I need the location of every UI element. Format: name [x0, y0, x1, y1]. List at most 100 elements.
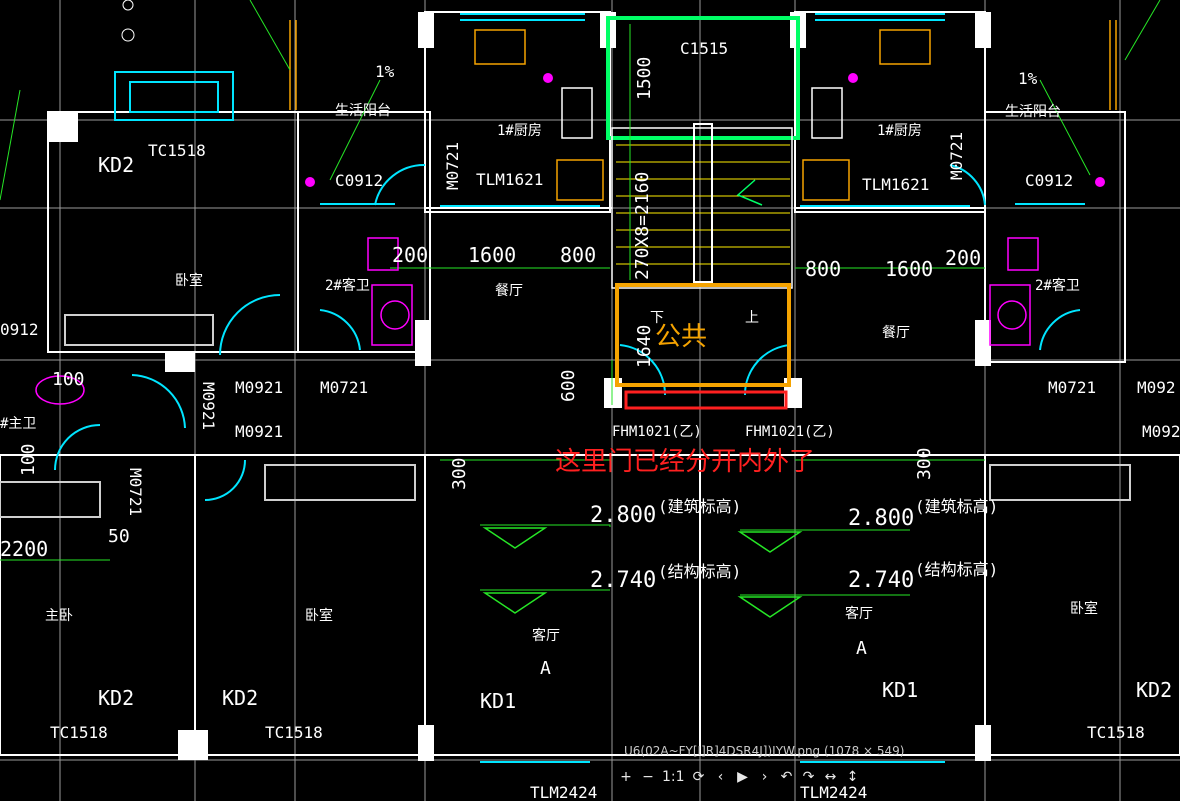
- label-elev-arch-right: 2.800: [848, 506, 914, 531]
- next-button[interactable]: ›: [761, 769, 768, 785]
- viewer-controls: + − 1:1 ⟳ ‹ ▶ › ↶ ↷ ↔ ↕: [618, 768, 861, 786]
- label-dim-100-b: 100: [18, 443, 39, 476]
- label-dim-2200: 2200: [0, 537, 48, 561]
- label-c1515: C1515: [680, 39, 728, 58]
- label-m0921-right-a: M092: [1137, 378, 1176, 397]
- reset-icon[interactable]: ⟳: [692, 769, 705, 785]
- public-area-highlight: [615, 283, 791, 387]
- flip-horizontal-icon[interactable]: ↔: [824, 769, 837, 785]
- label-kd2-a: KD2: [98, 686, 134, 710]
- label-stair-dim: 270X8=2160: [632, 172, 653, 280]
- center-labels: 1#厨房 TLM1621 M0721 200 1600 800 餐厅 C1515…: [392, 39, 998, 801]
- label-fhm-left: FHM1021(乙): [612, 424, 702, 440]
- label-elev-struct-left: 2.740: [590, 568, 656, 593]
- label-living-left: 客厅: [532, 627, 560, 644]
- zoom-out-button[interactable]: −: [642, 769, 654, 785]
- previous-button[interactable]: ‹: [717, 769, 724, 785]
- label-bedroom-right: 卧室: [1070, 600, 1098, 617]
- label-elev-arch-right-label: (建筑标高): [915, 497, 998, 516]
- rotate-right-icon[interactable]: ↷: [802, 769, 815, 785]
- label-bath1: #主卫: [0, 416, 36, 432]
- label-m0921-b: M0921: [235, 422, 283, 441]
- label-elev-struct-right-label: (结构标高): [915, 560, 998, 579]
- label-m0921-a: M0921: [235, 378, 283, 397]
- label-tlm-bottom-right: TLM2424: [800, 783, 867, 801]
- label-m0721-right-v: M0721: [947, 132, 966, 180]
- door-highlight: [624, 390, 788, 410]
- label-tc-top: TC1518: [148, 141, 206, 160]
- left-unit-labels: KD2 TC1518 生活阳台 1% C0912 卧室 0912 2#客卫 #主…: [0, 62, 395, 742]
- label-bedroom-top: 卧室: [175, 272, 203, 289]
- walls: [0, 11, 1180, 756]
- label-dim-1500: 1500: [634, 57, 655, 100]
- label-fhm-right: FHM1021(乙): [745, 424, 835, 440]
- label-dim-1600-left: 1600: [468, 243, 516, 267]
- label-slope-right: 1%: [1018, 69, 1038, 88]
- zoom-in-button[interactable]: +: [620, 769, 632, 785]
- label-c0912-right: C0912: [1025, 171, 1073, 190]
- label-elev-struct-right: 2.740: [848, 568, 914, 593]
- flip-vertical-icon[interactable]: ↕: [846, 769, 859, 785]
- label-note: 这里门已经分开内外了: [555, 447, 815, 477]
- label-m0721-left: M0721: [443, 142, 462, 190]
- rotate-left-icon[interactable]: ↶: [780, 769, 793, 785]
- label-m0721-v: M0721: [126, 468, 145, 516]
- viewer-caption: U6(02A~FY[I]R]4DSR4J])IYW.png (1078 × 54…: [624, 744, 905, 758]
- label-bedroom-bottom: 卧室: [305, 607, 333, 624]
- label-dim-1640: 1640: [634, 325, 655, 368]
- label-down: 下: [650, 310, 664, 326]
- label-kd2-b: KD2: [222, 686, 258, 710]
- label-balcony-right: 生活阳台: [1005, 104, 1061, 120]
- label-living-right: 客厅: [845, 605, 873, 622]
- label-dim-200-left: 200: [392, 243, 428, 267]
- stairwell: [606, 16, 800, 289]
- label-dim-200-right: 200: [945, 246, 981, 270]
- windows: [54, 13, 1085, 763]
- fixtures: [35, 0, 1105, 405]
- label-bath2-right: 2#客卫: [1035, 277, 1080, 294]
- elevation-markers: [482, 527, 803, 618]
- dimension-lines: [0, 0, 1161, 596]
- label-up: 上: [745, 310, 759, 326]
- label-dim-100-a: 100: [52, 369, 85, 390]
- label-dim-50: 50: [108, 526, 130, 547]
- label-kitchen-right: 1#厨房: [877, 123, 922, 139]
- label-master-bedroom: 主卧: [45, 608, 73, 624]
- play-button[interactable]: ▶: [737, 769, 748, 785]
- label-elev-struct-left-label: (结构标高): [658, 562, 741, 581]
- label-dim-600: 600: [558, 369, 579, 402]
- label-kitchen-left: 1#厨房: [497, 123, 542, 139]
- label-elev-arch-left-label: (建筑标高): [658, 497, 741, 516]
- label-kd1-left: KD1: [480, 689, 516, 713]
- label-tc-right: TC1518: [1087, 723, 1145, 742]
- label-bath2: 2#客卫: [325, 277, 370, 294]
- label-slope: 1%: [375, 62, 395, 81]
- actual-size-button[interactable]: 1:1: [662, 769, 685, 785]
- label-m0921-right-b: M092: [1142, 422, 1180, 441]
- label-balcony: 生活阳台: [335, 103, 391, 119]
- sliding-doors: [0, 314, 1131, 518]
- label-axis-a-right: A: [856, 638, 867, 659]
- label-kd2-right: KD2: [1136, 678, 1172, 702]
- label-kd1-right: KD1: [882, 678, 918, 702]
- label-tlm-right: TLM1621: [862, 175, 929, 194]
- right-unit-labels: 1#厨房 TLM1621 M0721 1% 生活阳台 C0912 800 160…: [805, 69, 1180, 742]
- label-dim-300-left: 300: [449, 457, 470, 490]
- label-dim-800-left: 800: [560, 243, 596, 267]
- label-dim-1600-right: 1600: [885, 257, 933, 281]
- label-dining-left: 餐厅: [495, 283, 523, 299]
- label-dining-right: 餐厅: [882, 325, 910, 341]
- label-m0721-right-h: M0721: [1048, 378, 1096, 397]
- label-kd2-top: KD2: [98, 153, 134, 177]
- label-dim-300-right: 300: [914, 447, 935, 480]
- label-tlm-bottom-left: TLM2424: [530, 783, 597, 801]
- label-c0912: C0912: [335, 171, 383, 190]
- label-tlm-left: TLM1621: [476, 170, 543, 189]
- label-dim-800-right: 800: [805, 257, 841, 281]
- label-axis-a-left: A: [540, 658, 551, 679]
- label-tc-b: TC1518: [265, 723, 323, 742]
- label-c0912-edge: 0912: [0, 320, 39, 339]
- label-public: 公共: [655, 322, 707, 352]
- label-m0721-h: M0721: [320, 378, 368, 397]
